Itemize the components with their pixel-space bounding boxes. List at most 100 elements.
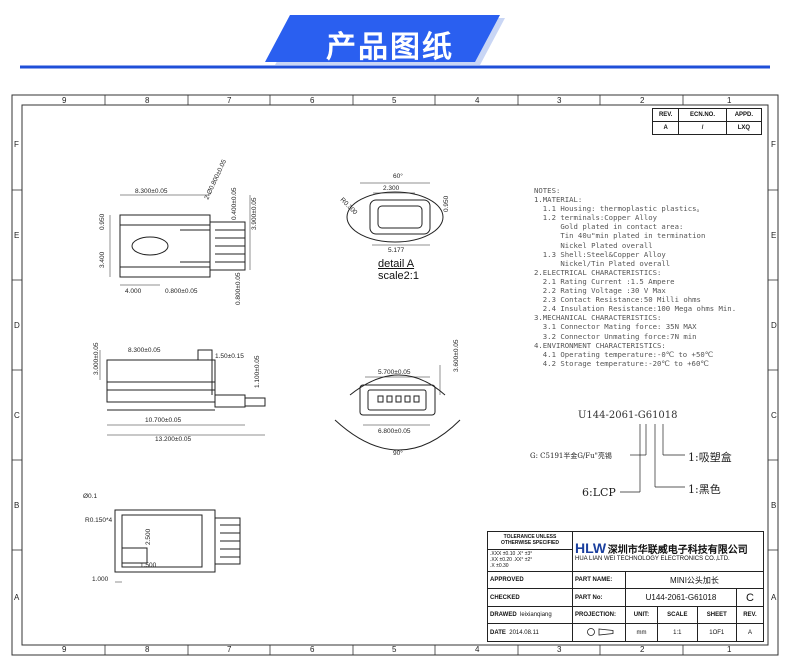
scale-value: 1:1 [656, 623, 698, 642]
tol-row: .XXX ±0.10 .X° ±3° [490, 551, 533, 558]
zone-label: D [14, 321, 20, 330]
dim-label: 5.177 [388, 247, 405, 254]
dim-label: 60° [393, 172, 403, 180]
detail-title: detail A [378, 258, 415, 270]
dim-label: R0.150*4 [85, 517, 112, 524]
zone-label: 1 [727, 96, 732, 105]
zone-label: F [771, 140, 776, 149]
projection-symbol-icon [572, 623, 626, 642]
zone-label: 8 [145, 645, 150, 654]
date-label: DATE [490, 629, 506, 636]
scale-label: SCALE [656, 605, 698, 625]
date-row: DATE 2014.08.11 [487, 623, 573, 642]
zone-label: D [771, 321, 777, 330]
sheet-value: 1OF1 [696, 623, 737, 642]
bottom-view [114, 509, 241, 583]
company-name-cn: 深圳市华联威电子科技有限公司 [607, 545, 748, 557]
detail-a-view [346, 182, 444, 246]
dim-label: 3.400 [99, 251, 106, 268]
dim-label: 1.000 [92, 576, 109, 583]
zone-label: 9 [62, 96, 67, 105]
side-view [99, 349, 266, 436]
dim-label: 3.900±0.05 [251, 197, 258, 230]
tol-row: .X ±0.30 [490, 563, 509, 570]
zone-label: E [14, 231, 20, 240]
zone-label: 7 [227, 645, 232, 654]
zone-label: 2 [640, 645, 645, 654]
zone-label: 6 [310, 96, 315, 105]
zone-label: 2 [640, 96, 645, 105]
tolerance-header: TOLERANCE UNLESS OTHERWISE SPECIFIED [487, 531, 573, 550]
zone-label: C [771, 411, 777, 420]
part-name-label: PART NAME: [572, 570, 626, 590]
appd-value: LXQ [725, 121, 763, 135]
dim-label: 0.400±0.05 [231, 187, 238, 220]
zone-label: 3 [557, 645, 562, 654]
part-no-value: U144-2061-G61018 [625, 588, 737, 607]
checked-label: CHECKED [487, 588, 573, 607]
rev-value: A [651, 121, 680, 135]
zone-label: E [771, 231, 777, 240]
dim-label: 1.500 [140, 562, 157, 569]
dim-label: 13.200±0.05 [155, 436, 191, 443]
dim-label: 0.950 [443, 195, 450, 212]
header-banner [20, 15, 770, 69]
dim-label: 3.600±0.05 [453, 339, 460, 372]
page-title: 产品图纸 [326, 30, 454, 65]
sheet-label: SHEET [696, 605, 737, 625]
company-name-en: HUA LIAN WEI TECHNOLOGY ELECTRONICS CO.,… [575, 556, 730, 563]
part-no-label: PART No: [572, 588, 626, 607]
callout-material: 6:LCP [582, 486, 616, 499]
dim-label: 8.300±0.05 [128, 347, 161, 354]
detail-label: detail A scale2:1 [378, 258, 419, 282]
rev-letter: C [735, 588, 765, 607]
callout-packaging: 1:吸塑盒 [688, 451, 732, 464]
dim-label: 2.300 [383, 185, 400, 192]
zone-label: 4 [475, 645, 480, 654]
dim-label: 4.000 [125, 288, 142, 295]
dim-label: 2.500 [145, 528, 152, 545]
revision-table: REV. ECN.NO. APPD. A / LXQ [651, 108, 763, 136]
front-view [334, 365, 461, 451]
unit-value: mm [625, 623, 658, 642]
callout-color: 1:黑色 [688, 483, 721, 496]
dim-label: 6.800±0.05 [378, 428, 411, 435]
drawer-name: leixianqiang [520, 612, 552, 619]
company-logo: HLW [575, 540, 607, 557]
zone-label: 5 [392, 645, 397, 654]
part-name-value: MINI公头加长 [625, 570, 764, 590]
company-cell: HLW 深圳市华联威电子科技有限公司 HUA LIAN WEI TECHNOLO… [572, 531, 764, 572]
detail-scale: scale2:1 [378, 270, 419, 282]
zone-label: 5 [392, 96, 397, 105]
dim-label: 2-Ø0.800±0.05 [203, 158, 228, 201]
zone-label: 9 [62, 645, 67, 654]
zone-label: 7 [227, 96, 232, 105]
zone-label: F [14, 140, 19, 149]
dim-label: 3.000±0.05 [93, 342, 100, 375]
dim-label: R0.300 [339, 196, 359, 216]
notes-block: NOTES: 1.MATERIAL: 1.1 Housing: thermopl… [534, 186, 737, 368]
top-view [109, 194, 251, 286]
callout-plating: G: C5191半金G/Fu"亮锡 [530, 452, 612, 460]
title-block: TOLERANCE UNLESS OTHERWISE SPECIFIED HLW… [487, 531, 765, 642]
dim-label: 0.950 [99, 213, 106, 230]
zone-label: A [771, 593, 777, 602]
dim-label: Ø0.1 [83, 493, 97, 500]
rev-value-cell: A [735, 623, 765, 642]
ecn-value: / [678, 121, 727, 135]
dim-label: 1.100±0.05 [254, 355, 261, 388]
part-code-number: U144-2061-G61018 [578, 410, 678, 421]
dim-label: 1.50±0.15 [215, 353, 244, 360]
zone-label: B [771, 501, 777, 510]
dim-label: 0.800±0.05 [235, 272, 242, 305]
approved-label: APPROVED [487, 570, 573, 590]
dim-label: 10.700±0.05 [145, 417, 181, 424]
projection-label: PROJECTION: [572, 605, 626, 625]
zone-label: 4 [475, 96, 480, 105]
date-value: 2014.08.11 [509, 629, 539, 636]
zone-label: 3 [557, 96, 562, 105]
dim-label: 8.300±0.05 [135, 188, 168, 195]
